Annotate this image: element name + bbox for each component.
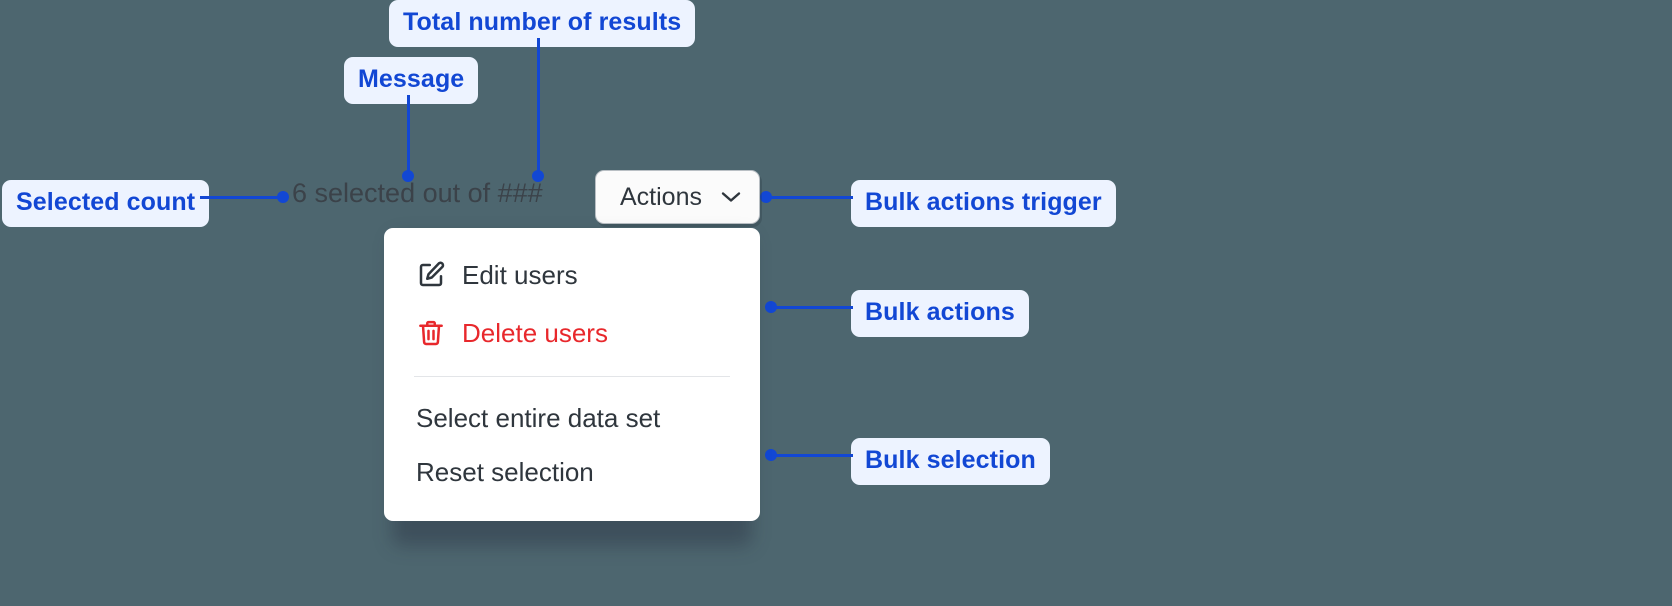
bulk-actions-trigger-label: Actions [620, 182, 702, 211]
chevron-down-icon [721, 191, 741, 203]
connector-bulk-actions-trigger [765, 196, 853, 199]
connector-bulk-actions [770, 306, 853, 309]
menu-item-reset-selection-label: Reset selection [416, 457, 594, 487]
menu-item-delete-users-label: Delete users [462, 318, 608, 348]
bulk-actions-menu: Edit users Delete users Select entire da… [384, 228, 760, 521]
callout-total-number-of-results: Total number of results [389, 0, 696, 47]
callout-bulk-actions-trigger: Bulk actions trigger [851, 180, 1116, 227]
menu-item-select-entire-data-set-label: Select entire data set [416, 403, 661, 433]
connector-total-results [537, 38, 540, 178]
connector-dot-total-results [532, 170, 544, 182]
connector-message [407, 95, 410, 178]
menu-item-select-entire-data-set[interactable]: Select entire data set [384, 391, 760, 445]
callout-bulk-selection: Bulk selection [851, 438, 1050, 485]
menu-item-edit-users-label: Edit users [462, 260, 578, 290]
trash-icon [416, 318, 446, 348]
connector-dot-bulk-selection [765, 449, 777, 461]
connector-dot-bulk-actions-trigger [760, 191, 772, 203]
connector-bulk-selection [770, 454, 853, 457]
connector-selected-count [200, 196, 286, 199]
menu-item-edit-users[interactable]: Edit users [384, 246, 760, 304]
connector-dot-bulk-actions [765, 301, 777, 313]
menu-item-reset-selection[interactable]: Reset selection [384, 445, 760, 499]
menu-item-delete-users[interactable]: Delete users [384, 304, 760, 362]
connector-dot-selected-count [277, 191, 289, 203]
selected-count-text: 6 selected out of ### [292, 178, 543, 208]
callout-selected-count: Selected count [2, 180, 210, 227]
callout-bulk-actions: Bulk actions [851, 290, 1029, 337]
edit-icon [416, 260, 446, 290]
menu-separator [414, 376, 730, 377]
callout-message: Message [344, 57, 479, 104]
connector-dot-message [402, 170, 414, 182]
bulk-actions-trigger-button[interactable]: Actions [595, 170, 760, 224]
